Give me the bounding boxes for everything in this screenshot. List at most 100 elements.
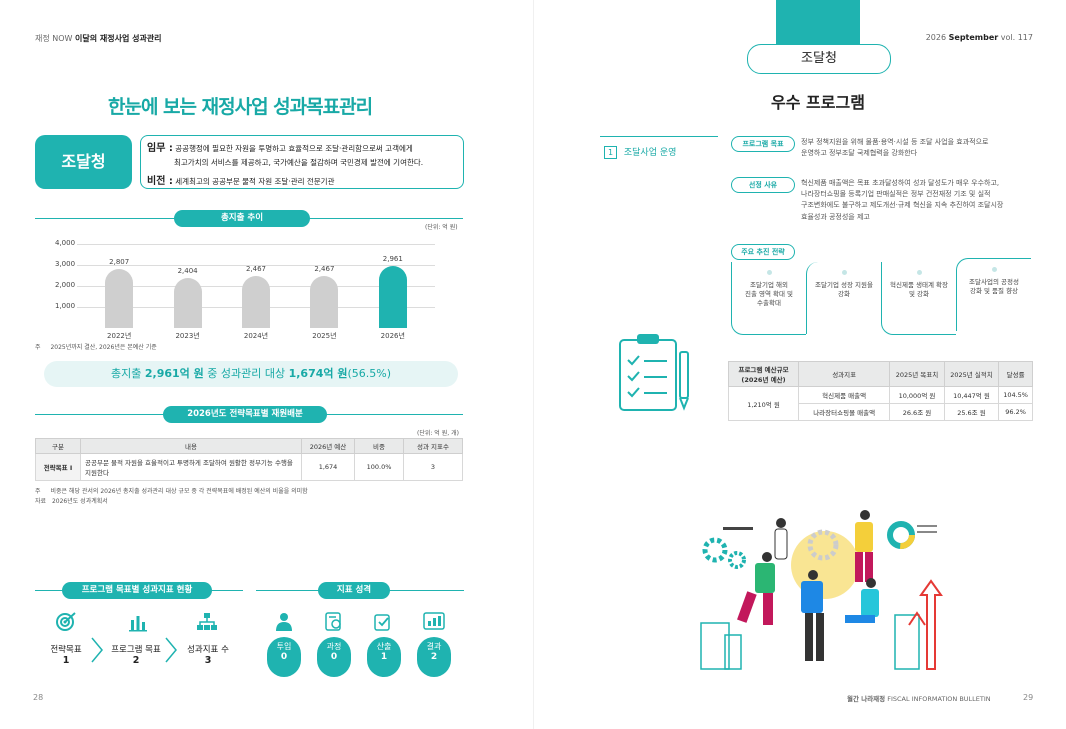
strategy-text: 및 강화 <box>908 289 929 298</box>
teamwork-illustration <box>695 505 945 679</box>
program-section-title: 프로그램 목표별 성과지표 현황 <box>62 582 212 599</box>
allocation-note-mark: 주 <box>35 488 41 495</box>
org-chart-icon <box>196 612 218 632</box>
mission-vision-box: 임무 : 공공행정에 필요한 자원을 투명하고 효율적으로 조달·관리함으로써 … <box>140 135 464 189</box>
chart-y-tick-label: 1,000 <box>55 302 76 310</box>
program-item-indicator-count: 성과지표 수 3 <box>180 643 236 666</box>
table-header: 내용 <box>80 438 302 454</box>
allocation-source: 자료 2026년도 성과계획서 <box>35 496 108 505</box>
chart-gridline <box>77 244 435 245</box>
reason-text-line: 혁신제품 매출액은 목표 초과달성하여 성과 달성도가 매우 우수하고, <box>801 179 1000 187</box>
chart-bar <box>310 276 339 328</box>
table-cell-target: 10,000억 원 <box>889 386 945 404</box>
table-cell-indicator: 혁신제품 매출액 <box>798 386 891 404</box>
goal-text: 정부 정책지원을 위해 물품·용역·시설 등 조달 사업을 효과적으로 운영하고… <box>801 137 988 159</box>
mission-label: 임무 : <box>147 143 173 154</box>
summary-ratio: (56.5%) <box>347 367 391 380</box>
chart-x-tick-label: 2025년 <box>312 332 337 340</box>
program-item-value: 2 <box>132 655 140 666</box>
right-agency-pill: 조달청 <box>747 44 891 74</box>
table-header: 2025년 목표치 <box>889 361 945 387</box>
table-header: 구분 <box>35 438 81 454</box>
strategy-text: 수출확대 <box>757 298 781 307</box>
strategy-group: 조달기업 해외 진출 영역 확대 및 수출확대 조달기업 성장 지원을 강화 혁… <box>731 258 1031 342</box>
table-cell-budget: 1,674 <box>301 453 355 481</box>
strategy-text: 조달사업의 공정성 <box>969 278 1019 286</box>
program-item-label: 성과지표 수 <box>187 645 229 655</box>
chart-bar <box>242 276 270 328</box>
table-row: 1,210억 원 혁신제품 매출액 10,000억 원 10,447억 원 10… <box>727 386 1033 421</box>
performance-table: 프로그램 예산규모 (2026년 예산) 성과지표 2025년 목표치 2025… <box>727 361 1033 421</box>
allocation-section-title: 2026년도 전략목표별 재원배분 <box>163 406 327 423</box>
section-number: 1 <box>604 146 617 159</box>
allocation-table: 구분 내용 2026년 예산 비중 성과 지표수 전략목표 Ⅰ 공공부문 물적 … <box>35 438 463 481</box>
header-year: 2026 <box>925 33 947 42</box>
allocation-note: 주 비중은 해당 관서의 2026년 총지출 성과관리 대상 규모 중 각 전략… <box>35 486 308 495</box>
header-volume: vol. 117 <box>1000 33 1033 42</box>
nature-item-value: 0 <box>330 652 338 663</box>
chart-value-label: 2,404 <box>177 266 198 275</box>
strategy-item-3: 혁신제품 생태계 확장 및 강화 <box>881 262 956 335</box>
footer-magazine-name: 월간 나라재정 <box>847 695 886 703</box>
left-running-header: 재정 NOW 이달의 재정사업 성과관리 <box>35 33 162 44</box>
table-cell-label: 전략목표 Ⅰ <box>35 453 81 481</box>
target-icon <box>55 610 79 632</box>
process-icon <box>324 611 344 636</box>
table-header: 달성률 <box>998 361 1033 387</box>
header-month: September <box>948 33 999 42</box>
summary-total: 2,961억 원 <box>144 367 204 380</box>
reason-text-line: 구조변화에도 불구하고 제도개선·규제 혁신을 지속 추진하여 조달시장 <box>801 201 1004 210</box>
page-number-right: 29 <box>1023 693 1034 702</box>
clipboard-icon <box>617 330 695 416</box>
allocation-unit: (단위: 억 원, 개) <box>417 430 459 437</box>
table-header: 2025년 실적치 <box>943 361 1000 387</box>
right-running-header: 2026 September vol. 117 <box>926 33 1033 42</box>
table-row: 전략목표 Ⅰ 공공부문 물적 자원을 효율적이고 투명하게 조달하여 원활한 정… <box>35 453 463 481</box>
chart-note: 주 2025년까지 결산, 2026년은 본예산 기준 <box>35 342 157 351</box>
chart-bar <box>105 269 134 328</box>
nature-section-title: 지표 성격 <box>318 582 390 599</box>
chart-bar <box>378 265 407 328</box>
nature-item-output: 산출 1 <box>367 637 401 677</box>
nature-item-result: 결과 2 <box>417 637 451 677</box>
nature-item-label: 투입 <box>276 642 292 651</box>
section-label: 1 조달사업 운영 <box>604 145 676 159</box>
chart-y-tick-label: 3,000 <box>55 260 76 268</box>
reason-label: 선정 사유 <box>731 177 795 193</box>
vision-text: 세계최고의 공공부문 물적 자원 조달·관리 전문기관 <box>175 177 335 186</box>
chart-gridline <box>77 265 435 266</box>
chart-value-label: 2,467 <box>245 265 267 274</box>
table-header-row: 구분 내용 2026년 예산 비중 성과 지표수 <box>35 438 463 454</box>
footer-bulletin-name: FISCAL INFORMATION BULLETIN <box>887 695 991 703</box>
strategy-item-2: 조달기업 성장 지원을 강화 <box>806 262 881 334</box>
strategy-dot <box>916 270 922 275</box>
allocation-note-text: 비중은 해당 관서의 2026년 총지출 성과관리 대상 규모 중 각 전략목표… <box>50 488 308 495</box>
table-cell-content: 공공부문 물적 자원을 효율적이고 투명하게 조달하여 원활한 정부기능 수행을… <box>80 453 302 481</box>
strategy-item-4: 조달사업의 공정성 강화 및 품질 향상 <box>956 258 1031 331</box>
program-item-program-goal: 프로그램 목표 2 <box>108 643 164 666</box>
chart-x-tick-label: 2026년 <box>380 332 405 340</box>
table-cell-target: 26.6조 원 <box>889 403 945 421</box>
summary-middle: 중 성과관리 대상 <box>203 367 289 380</box>
nature-item-value: 2 <box>430 652 438 663</box>
table-row: 나라장터쇼핑몰 매출액 26.6조 원 25.6조 원 96.2% <box>729 403 1033 421</box>
strategy-text: 혁신제품 생태계 확장 <box>890 281 948 289</box>
bar-building-icon <box>128 612 148 632</box>
table-cell-rate: 96.2% <box>998 403 1033 421</box>
summary-managed: 1,674억 원 <box>288 367 348 380</box>
result-icon <box>423 611 445 636</box>
allocation-source-mark: 자료 <box>35 498 47 505</box>
reason-text-line: 나라장터쇼핑몰 등록기업 판매실적은 정부 건전재정 기조 및 실적 <box>801 190 991 199</box>
table-header: 성과지표 <box>798 361 891 387</box>
program-item-strategic-goal: 전략목표 1 <box>40 643 92 666</box>
table-cell-budget: 1,210억 원 <box>727 386 800 421</box>
strategy-dot <box>766 270 772 275</box>
program-item-value: 1 <box>62 655 70 666</box>
chart-value-label: 2,961 <box>382 254 403 263</box>
agency-badge: 조달청 <box>35 135 132 189</box>
agency-name: 조달청 <box>61 152 106 171</box>
strategy-text: 강화 및 품질 향상 <box>969 286 1019 295</box>
header-section-title: 이달의 재정사업 성과관리 <box>75 34 162 43</box>
strategy-text: 진출 영역 확대 및 <box>744 289 794 298</box>
